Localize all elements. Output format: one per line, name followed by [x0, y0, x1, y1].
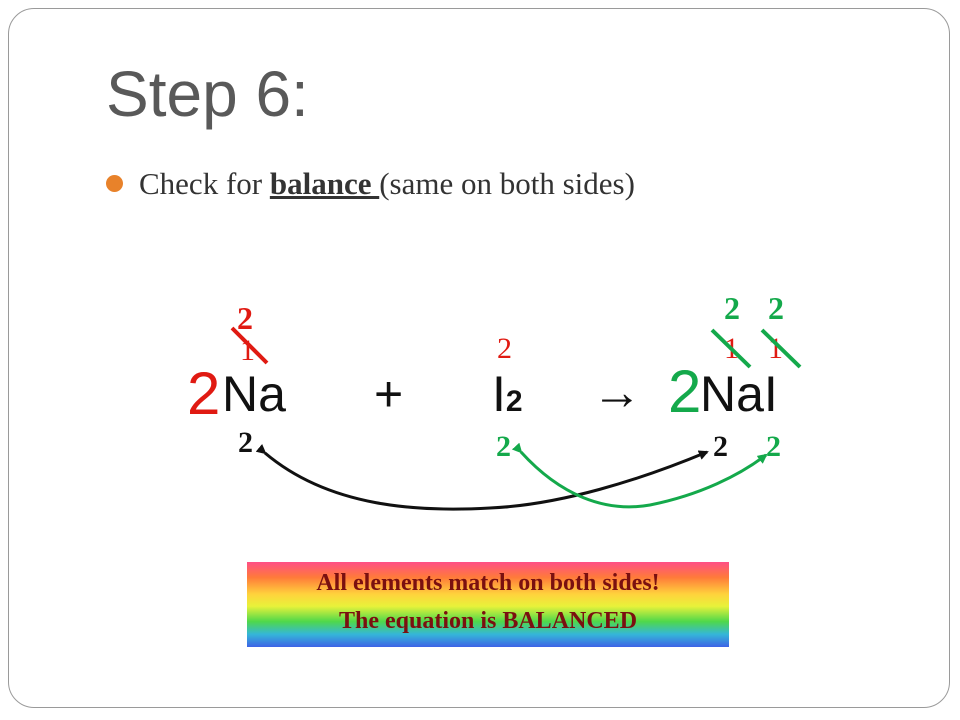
na-count-new: 2 [237, 300, 253, 336]
bullet-suffix: (same on both sides) [379, 166, 635, 201]
banner-line-2: The equation is BALANCED [338, 608, 638, 634]
slide-title: Step 6: [106, 58, 309, 130]
reactant-iodine: I2 [492, 369, 523, 419]
banner-line-1: All elements match on both sides! [316, 570, 660, 596]
nai-na-count-new: 2 [724, 290, 740, 326]
na-count-old: 1 [240, 334, 255, 367]
bullet-prefix: Check for [139, 166, 270, 201]
bullet-marker [106, 175, 123, 192]
strike-nai-na-count [710, 328, 752, 369]
bullet-text: Check for balance (same on both sides) [139, 166, 635, 202]
coefficient-na: 2 [187, 360, 221, 427]
iodine-subscript: 2 [505, 385, 523, 418]
reactant-na: Na [222, 366, 286, 422]
na-count-bottom: 2 [238, 426, 253, 459]
nai-i-count-new: 2 [768, 290, 784, 326]
iodine-count-top: 2 [497, 332, 512, 365]
iodine-symbol: I [492, 366, 506, 422]
product-nai: NaI [700, 366, 778, 422]
iodine-link-arrow [511, 442, 768, 509]
bullet-keyword: balance [269, 166, 380, 201]
coefficient-nai: 2 [668, 358, 702, 425]
plus-sign: + [374, 366, 404, 422]
na-link-arrow [255, 444, 709, 511]
reaction-arrow: → [592, 364, 642, 420]
strike-na-count [230, 326, 269, 365]
balanced-banner: All elements match on both sides! The eq… [247, 562, 729, 647]
strike-nai-i-count [760, 328, 802, 369]
nai-i-count-bottom: 2 [766, 430, 781, 463]
